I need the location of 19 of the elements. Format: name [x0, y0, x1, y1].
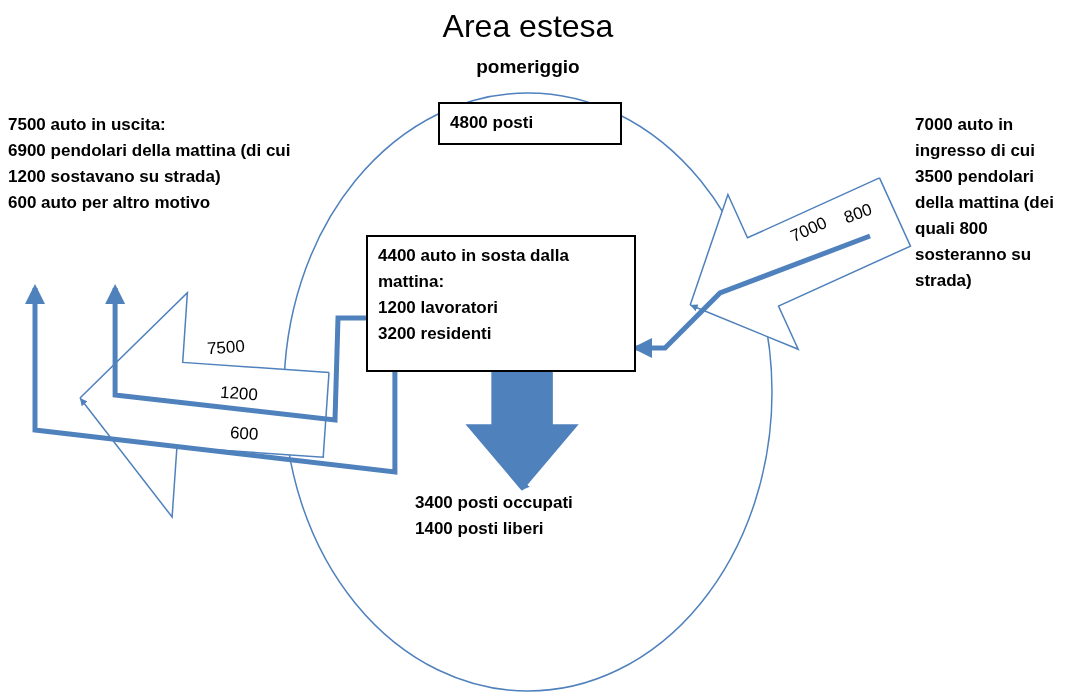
text-line: 4400 auto in sosta dalla mattina:	[378, 245, 570, 293]
arrow	[25, 284, 398, 475]
block-arrow	[689, 177, 912, 351]
text-line: 1400 posti liberi	[415, 518, 545, 540]
diagram-title: Area estesa	[441, 8, 615, 45]
block-arrow	[465, 371, 579, 491]
subtitle: pomeriggio	[475, 56, 581, 78]
text-line: 1200 lavoratori	[378, 297, 499, 319]
text-line: 7500 auto in uscita:	[8, 114, 167, 136]
text-line: 3400 posti occupati	[415, 492, 574, 514]
text-line: 3200 residenti	[378, 323, 493, 345]
text-line: 600 auto per altro motivo	[8, 192, 212, 214]
text-box	[438, 102, 622, 145]
text-line: 7000 auto in ingresso di cui 3500 pendolari della mattina (dei quali 800 sosteranno su strada)	[915, 114, 1055, 292]
text-line: 6900 pendolari della mattina (di cui 1200 sostavano su strada)	[8, 140, 292, 188]
arrow	[105, 284, 366, 423]
text-line: 4800 posti	[450, 112, 535, 134]
text-box	[366, 235, 636, 372]
block-arrow	[79, 290, 330, 519]
